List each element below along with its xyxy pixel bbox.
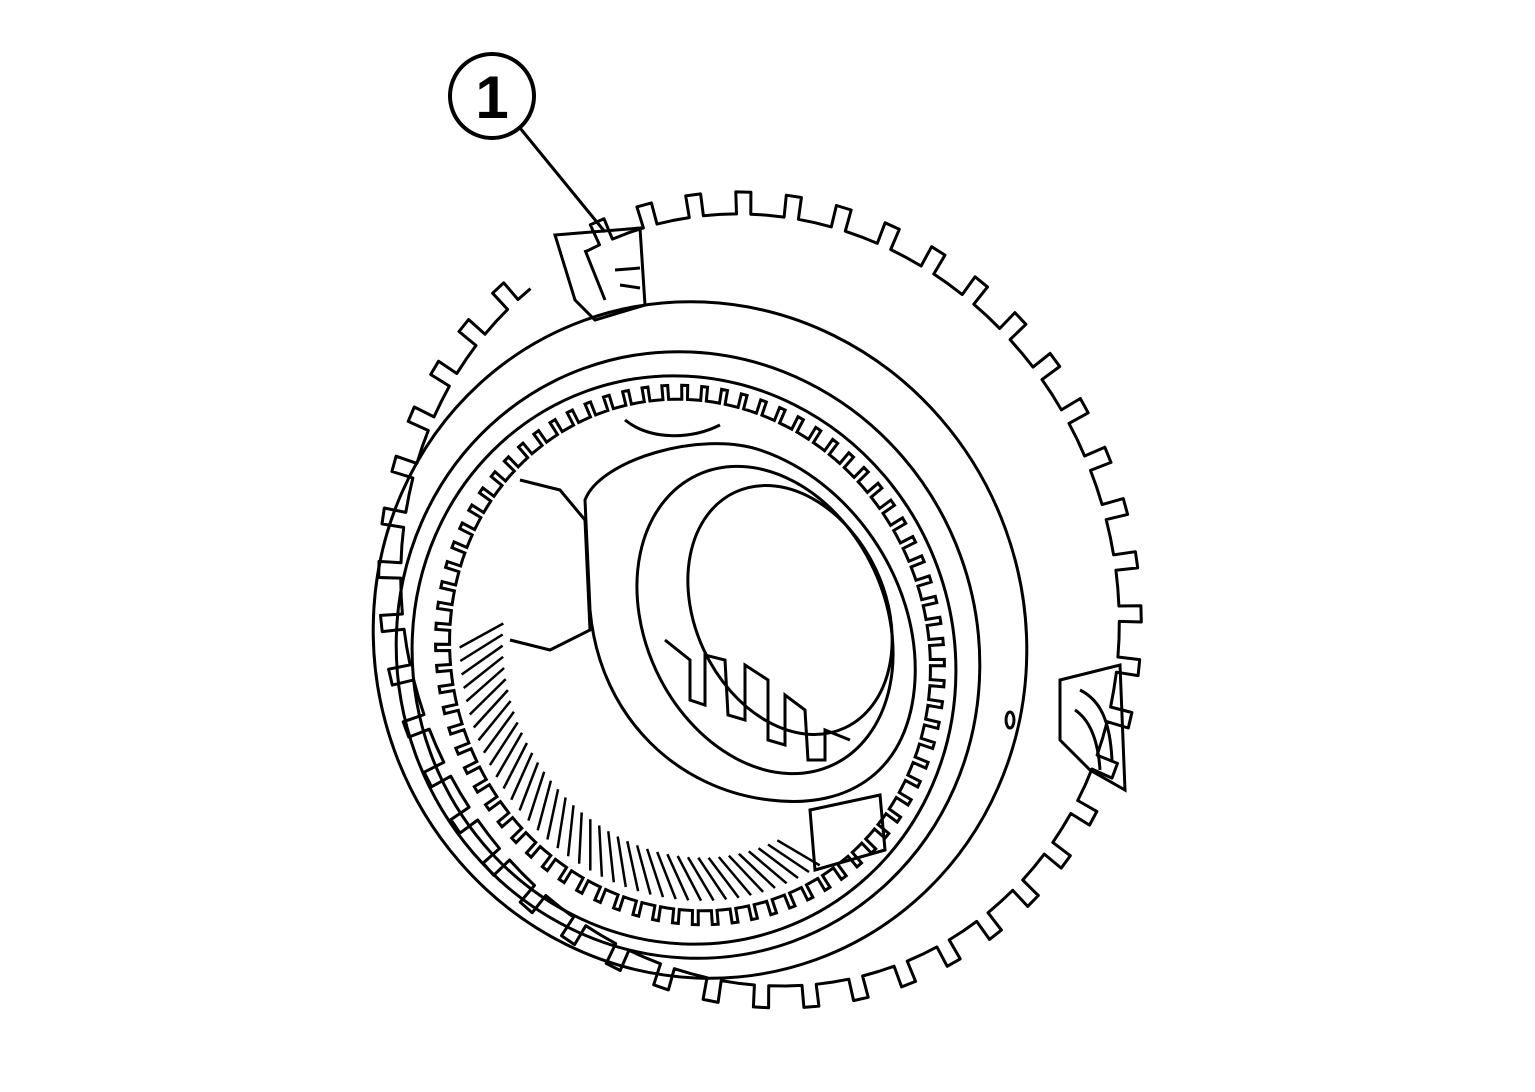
helical-tooth [546,789,560,840]
helical-tooth [458,622,504,649]
slot-right [1058,663,1127,793]
helical-tooth [747,850,788,885]
helical-tooth [502,742,529,790]
slot-top-detail [583,249,641,301]
helical-tooth [686,856,715,902]
outer-teeth [377,190,1143,1010]
helical-tooth [462,655,504,689]
sleeve-tooth-row [377,190,1143,1010]
helical-tooth [776,839,821,867]
helical-tooth [510,752,534,801]
helical-tooth [488,721,519,766]
helical-tooth [597,825,604,877]
helical-tooth [635,844,652,895]
boss-bore-outer [635,464,895,776]
hub-rim-outer [371,300,1029,980]
helical-tooth [607,831,616,883]
callout-1: 1 [448,52,607,233]
helical-tooth [645,848,665,898]
helical-tooth [460,644,504,676]
helical-tooth [536,780,553,831]
helical-tooth [566,805,575,857]
helical-tooth [717,856,752,897]
helical-tooth [459,633,504,663]
helical-teeth [458,622,821,902]
bore-splines [664,638,851,762]
helical-tooth [727,854,765,893]
helical-tooth [472,689,509,729]
helical-tooth [697,857,728,901]
inner-teeth [434,383,946,927]
helical-tooth [616,836,628,888]
boss-lug-left [509,478,592,652]
helical-tooth [767,843,810,874]
helical-tooth [626,840,640,892]
small-hole [1004,710,1016,730]
hub-rim-inner-2 [410,374,958,946]
helical-tooth [738,852,776,889]
boss-lug-top [624,418,721,438]
slot-right-detail [1074,688,1114,771]
central-boss [583,442,917,803]
slot-top [553,226,647,322]
callout-circle [448,52,536,140]
hub-body [371,300,1029,980]
helical-tooth [468,678,507,716]
helical-tooth [477,700,512,742]
helical-tooth [465,667,505,703]
callout-leader-line [518,127,607,233]
helical-tooth [556,797,567,849]
boss-lug-bottom [808,793,887,872]
helical-tooth [518,762,540,811]
callout-label: 1 [475,64,508,131]
helical-tooth [495,732,524,778]
helical-tooth [666,853,690,901]
helical-tooth [527,771,546,821]
helical-tooth [577,812,583,864]
helical-tooth [482,711,515,754]
inner-tooth-row [434,383,946,927]
sleeve-slots [553,226,1127,793]
hub-rim-inner [394,350,982,960]
helical-tooth [656,851,677,900]
helical-tooth [707,856,740,899]
helical-tooth [676,855,703,902]
boss-bore-inner [686,484,894,736]
helical-tooth [757,847,799,879]
